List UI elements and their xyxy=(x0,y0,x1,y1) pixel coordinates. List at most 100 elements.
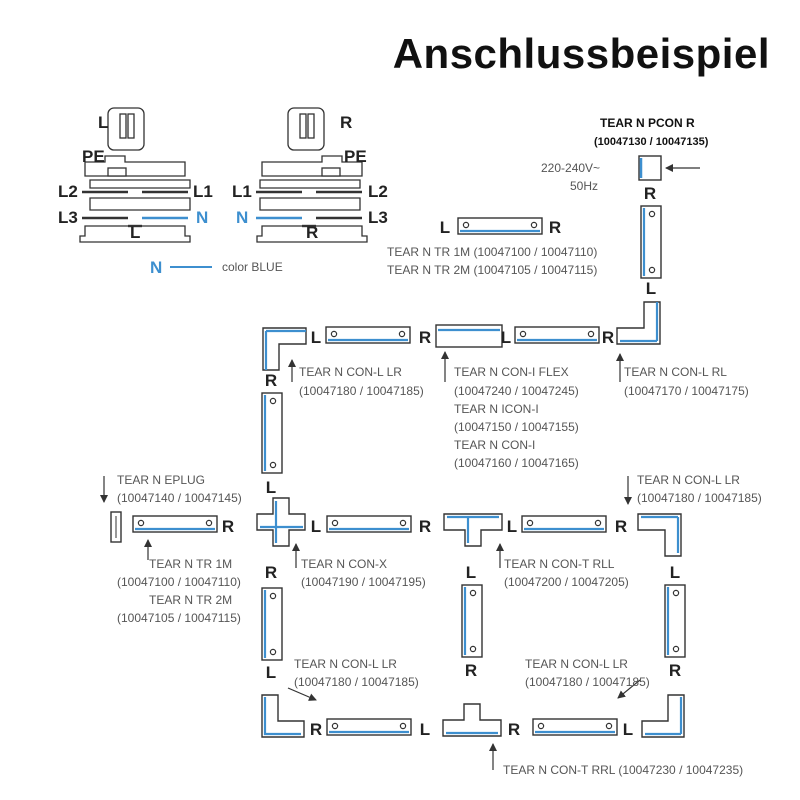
label-coni-5: TEAR N CON-I xyxy=(454,438,535,452)
label-conl-lr-3a: TEAR N CON-L LR xyxy=(294,657,397,671)
connector-l-top-right xyxy=(616,301,661,345)
label-coni-3: TEAR N ICON-I xyxy=(454,402,539,416)
label-conl-lr-4a: TEAR N CON-L LR xyxy=(525,657,628,671)
socket-diagram-left xyxy=(79,107,191,243)
polarity-letter: R xyxy=(419,517,431,536)
label-coni-4: (10047150 / 10047155) xyxy=(454,420,579,434)
label-cont-rrl: TEAR N CON-T RRL (10047230 / 10047235) xyxy=(503,763,743,777)
socket-left-top-letter: L xyxy=(98,113,108,132)
polarity-letter: R xyxy=(310,720,322,739)
legend-text: color BLUE xyxy=(222,260,283,274)
power-codes: (10047130 / 10047135) xyxy=(594,136,709,148)
socket-diagram-right xyxy=(256,107,368,243)
connector-l-top-left xyxy=(262,327,307,371)
label-tr-top-2: TEAR N TR 2M (10047105 / 10047115) xyxy=(387,263,597,277)
track-center-vertical xyxy=(461,584,483,658)
end-plug xyxy=(110,511,122,543)
socket-right-n: N xyxy=(236,208,248,227)
polarity-letter: L xyxy=(311,517,321,536)
arrow xyxy=(617,679,641,699)
polarity-letter: L xyxy=(501,328,511,347)
socket-left-bottom-letter: L xyxy=(130,223,140,242)
track-left-vertical-lower xyxy=(261,587,283,661)
label-conl-lr-1b: (10047180 / 10047185) xyxy=(299,384,424,398)
connector-l-bottom-left xyxy=(261,694,305,738)
socket-left-l3: L3 xyxy=(58,208,78,227)
polarity-letter: R xyxy=(669,661,681,680)
socket-right-pe: PE xyxy=(344,147,367,166)
label-tr-left-4: (10047105 / 10047115) xyxy=(117,611,241,625)
label-cont-rll-2: (10047200 / 10047205) xyxy=(504,575,629,589)
polarity-letter: R xyxy=(465,661,477,680)
polarity-letter: R xyxy=(644,184,656,203)
label-tr-left-2: (10047100 / 10047110) xyxy=(117,575,241,589)
polarity-letter: R xyxy=(265,563,277,582)
label-tr-top-1: TEAR N TR 1M (10047100 / 10047110) xyxy=(387,245,597,259)
label-coni-1: TEAR N CON-I FLEX xyxy=(454,365,569,379)
polarity-letter: R xyxy=(615,517,627,536)
label-conl-rl-1: TEAR N CON-L RL xyxy=(624,365,727,379)
label-conl-rl-2: (10047170 / 10047175) xyxy=(624,384,749,398)
track-right-vertical xyxy=(640,205,662,279)
polarity-letter: L xyxy=(623,720,633,739)
polarity-letter: L xyxy=(646,279,656,298)
track-tr-top xyxy=(457,217,543,235)
polarity-letter: R xyxy=(419,328,431,347)
socket-right-l2: L2 xyxy=(368,182,388,201)
label-eplug-1: TEAR N EPLUG xyxy=(117,473,205,487)
polarity-letter: R xyxy=(549,218,561,237)
label-coni-2: (10047240 / 10047245) xyxy=(454,384,579,398)
connector-l-bottom-right xyxy=(641,694,685,738)
polarity-letter: L xyxy=(466,563,476,582)
label-conx-1: TEAR N CON-X xyxy=(301,557,387,571)
power-voltage: 220-240V~ xyxy=(541,161,600,175)
label-eplug-2: (10047140 / 10047145) xyxy=(117,491,242,505)
polarity-letter: R xyxy=(222,517,234,536)
label-conl-lr-1a: TEAR N CON-L LR xyxy=(299,365,402,379)
socket-right-l3: L3 xyxy=(368,208,388,227)
arrow xyxy=(287,687,317,701)
power-name: TEAR N PCON R xyxy=(600,116,695,130)
label-coni-6: (10047160 / 10047165) xyxy=(454,456,579,470)
track-layout xyxy=(110,205,686,738)
polarity-letter: R xyxy=(265,371,277,390)
label-tr-left-3: TEAR N TR 2M xyxy=(149,593,232,607)
connector-t-rll xyxy=(443,513,503,547)
track-left-vertical-upper xyxy=(261,392,283,474)
socket-left-pe: PE xyxy=(82,147,105,166)
track-bottom-1 xyxy=(326,718,412,736)
label-conx-2: (10047190 / 10047195) xyxy=(301,575,426,589)
socket-left-n: N xyxy=(196,208,208,227)
socket-right-l1: L1 xyxy=(232,182,252,201)
label-conl-lr-2b: (10047180 / 10047185) xyxy=(637,491,762,505)
label-cont-rll-1: TEAR N CON-T RLL xyxy=(504,557,615,571)
polarity-letter: L xyxy=(420,720,430,739)
connector-l-mid-right xyxy=(637,513,682,557)
socket-right-bottom-letter: R xyxy=(306,223,318,242)
arrows xyxy=(100,351,641,770)
track-top-row-2 xyxy=(514,326,600,344)
track-middle-2 xyxy=(326,515,412,533)
power-feed xyxy=(638,155,662,181)
connector-i-flex xyxy=(435,324,503,348)
track-middle-3 xyxy=(521,515,607,533)
socket-left-l2: L2 xyxy=(58,182,78,201)
label-conl-lr-4b: (10047180 / 10047185) xyxy=(525,675,650,689)
socket-left-l1: L1 xyxy=(193,182,213,201)
track-bottom-2 xyxy=(532,718,618,736)
power-frequency: 50Hz xyxy=(570,179,598,193)
connector-t-rrl xyxy=(442,703,502,737)
label-conl-lr-3b: (10047180 / 10047185) xyxy=(294,675,419,689)
socket-right-top-letter: R xyxy=(340,113,352,132)
track-right-vertical-lower xyxy=(664,584,686,658)
connector-x xyxy=(256,497,306,547)
polarity-letter: L xyxy=(440,218,450,237)
legend-n: N xyxy=(150,258,162,277)
label-tr-left-1: TEAR N TR 1M xyxy=(149,557,232,571)
track-top-row-1 xyxy=(325,326,411,344)
polarity-letter: L xyxy=(266,478,276,497)
polarity-letter: L xyxy=(266,663,276,682)
